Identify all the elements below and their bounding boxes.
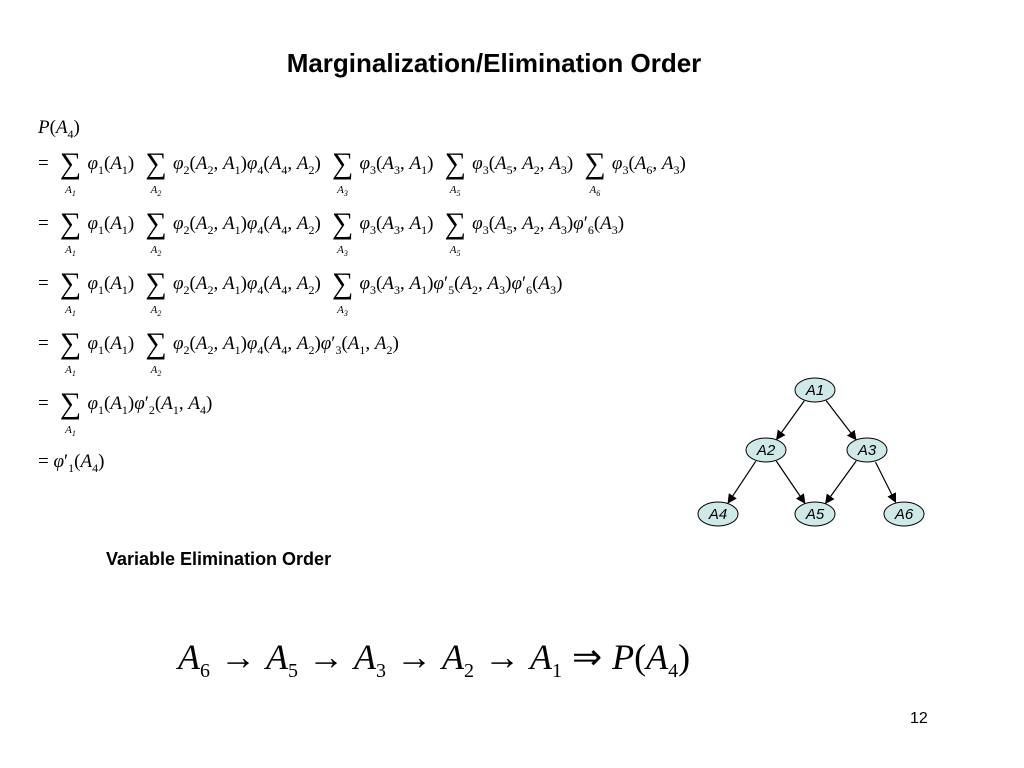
edge-a3-a5 <box>825 460 857 505</box>
right-arrow-icon: → <box>220 637 256 677</box>
edge-a3-a6 <box>874 461 897 503</box>
right-arrow-icon: → <box>484 637 520 677</box>
node-label: A2 <box>756 442 776 459</box>
node-label: A1 <box>805 382 824 399</box>
node-label: A5 <box>805 506 825 523</box>
section-label: Variable Elimination Order <box>106 549 332 569</box>
equation-line-6: = φ′1(A4) <box>38 451 105 475</box>
node-a5: A5 <box>794 501 836 527</box>
slide-title: Marginalization/Elimination Order <box>286 48 702 78</box>
node-label: A4 <box>708 506 727 523</box>
node-label: A3 <box>857 442 877 459</box>
implies-arrow-icon: ⇒ <box>572 637 603 677</box>
elimination-order-formula: A6→A5→A3→A2→A1⇒P(A4) <box>178 637 691 683</box>
node-a1: A1 <box>794 377 836 403</box>
edge-a2-a5 <box>775 460 806 504</box>
node-label: A6 <box>894 506 914 523</box>
node-a6: A6 <box>883 501 925 527</box>
edge-a2-a4 <box>727 460 757 504</box>
right-arrow-icon: → <box>396 637 432 677</box>
page-number: 12 <box>910 710 928 727</box>
equation-lhs: P(A4) <box>38 117 80 141</box>
edge-a1-a3 <box>825 400 857 441</box>
right-arrow-icon: → <box>308 637 344 677</box>
node-a3: A3 <box>846 437 888 463</box>
node-a2: A2 <box>745 437 787 463</box>
node-a4: A4 <box>697 501 739 527</box>
edge-a1-a2 <box>776 400 805 441</box>
